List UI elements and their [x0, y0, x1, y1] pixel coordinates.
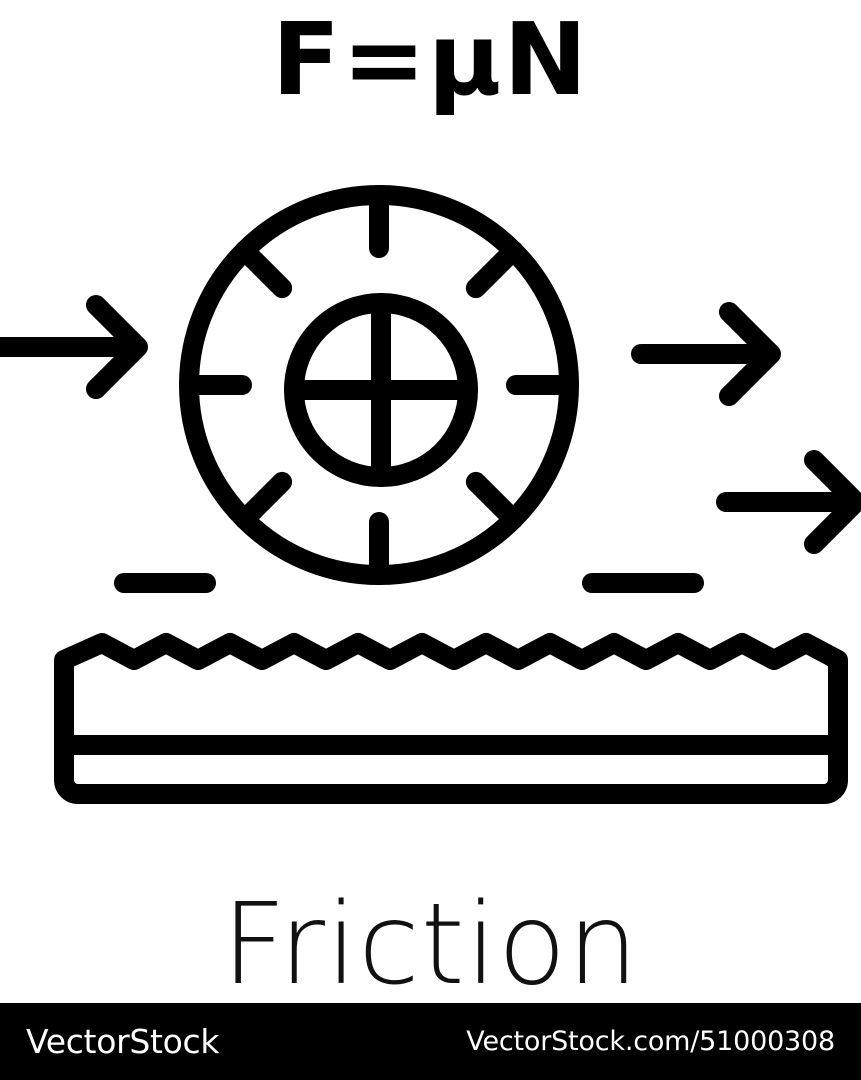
ground-group: [54, 633, 848, 804]
artwork-strokes: [0, 185, 861, 804]
watermark-brand: VectorStock: [26, 1022, 220, 1061]
watermark-bar: VectorStock VectorStock.com/51000308: [0, 1003, 861, 1080]
tread-tick-sw: [234, 471, 293, 530]
tread-tick-nw: [234, 240, 293, 299]
arrow-applied-force-upper-right: [631, 302, 781, 406]
wheel-group: [179, 185, 579, 585]
ground-outline: [54, 633, 848, 804]
wheel-tread-ticks: [179, 185, 579, 585]
arrow-head-lower-right: [804, 450, 861, 554]
tread-tick-se: [465, 471, 524, 530]
arrow-applied-force-lower-right: [716, 450, 861, 554]
watermark-url: VectorStock.com/51000308: [466, 1026, 835, 1057]
friction-formula: F=μN: [271, 1, 590, 118]
motion-arrows-group: [0, 295, 861, 554]
page-title: Friction: [221, 880, 640, 1010]
arrow-applied-force-left: [0, 295, 148, 399]
arrow-head-upper-right: [719, 302, 781, 406]
arrow-head-left: [86, 295, 148, 399]
tread-tick-ne: [465, 240, 524, 299]
